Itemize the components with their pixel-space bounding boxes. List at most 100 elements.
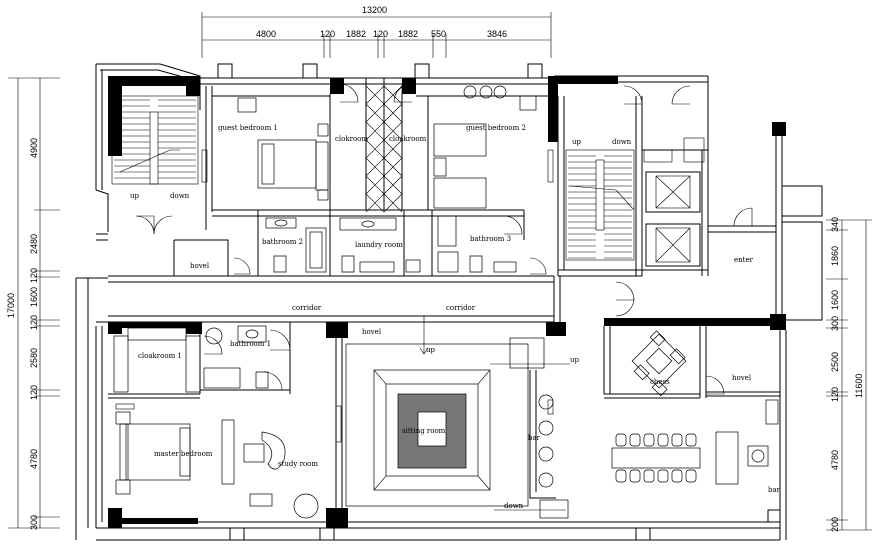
label-corridor-right: corridor [446, 304, 476, 312]
label-cloakroom-1: cloakroom 1 [138, 352, 182, 360]
label-laundry-room: laundry room [355, 241, 403, 249]
left-stair-up-label: up [130, 192, 140, 200]
structural-columns [108, 76, 780, 528]
dining-table [611, 399, 779, 485]
dim-right-2: 1860 [830, 246, 840, 266]
bathroom-1-fixtures [203, 325, 269, 389]
right-stair-up-label: up [572, 138, 582, 146]
rack-brace [365, 103, 385, 123]
dim-left-4: 1600 [29, 287, 39, 307]
dim-left-8: 4780 [29, 449, 39, 469]
dim-right-3: 1600 [830, 290, 840, 310]
label-cloakroom-top: cloakroom [389, 135, 427, 143]
rack-brace [383, 121, 403, 141]
dim-left-7: 120 [29, 385, 39, 400]
dim-left-2: 2480 [29, 234, 39, 254]
right-stair-down-label: down [612, 138, 632, 146]
dim-right-7: 4780 [830, 450, 840, 470]
bar-counter [509, 337, 569, 519]
label-guest-bedroom-1: guest bedroom 1 [218, 124, 278, 132]
dim-right-5: 2500 [830, 352, 840, 372]
rack-brace [383, 175, 403, 195]
left-stair-down-label: down [170, 192, 190, 200]
label-hovel-center: hovel [362, 328, 382, 336]
dim-left-6: 2580 [29, 348, 39, 368]
label-hovel-right: hovel [732, 374, 752, 382]
dining-chair [671, 469, 683, 483]
dim-left-9: 300 [29, 515, 39, 530]
label-study-room: study room [278, 460, 318, 468]
label-bar-left: bar [528, 434, 541, 442]
dim-right-total: 11600 [854, 374, 864, 398]
exterior-walls [75, 63, 823, 541]
dim-right-6: 120 [830, 387, 840, 402]
sitting-room-furniture [345, 343, 529, 507]
label-chess: chess [650, 378, 670, 386]
stair-arrows: up up down [419, 316, 580, 511]
dim-left-3: 120 [29, 268, 39, 283]
dim-left-total: 17000 [6, 293, 16, 318]
master-bedroom-furniture [115, 411, 319, 519]
dim-right-4: 300 [830, 316, 840, 331]
guest-bedroom-2-furniture [433, 85, 537, 209]
windows [115, 149, 554, 443]
left-dimension-lines: 17000 4900 2480 120 1600 120 2580 120 47… [6, 77, 60, 530]
dim-total-width: 13200 [362, 5, 387, 15]
right-staircase: up down [565, 138, 635, 261]
dining-chair [629, 433, 641, 447]
dim-top-2: 120 [320, 29, 335, 39]
room-labels: guest bedroom 1 clokroom cloakroom guest… [138, 124, 781, 494]
top-dimension-lines: 13200 4800 120 1882 120 1882 550 3846 [201, 5, 552, 58]
bottom-stair-down-label: down [504, 502, 524, 510]
label-corridor-left: corridor [292, 304, 322, 312]
label-sitting-room: sitting room [402, 427, 446, 435]
label-bar-right: bar [768, 486, 781, 494]
dining-chair [671, 433, 683, 447]
dining-chair [615, 433, 627, 447]
dim-right-1: 340 [830, 217, 840, 232]
label-hovel-left: hovel [190, 262, 210, 270]
rack-brace [365, 157, 385, 177]
dim-left-1: 4900 [29, 138, 39, 158]
dim-top-4: 120 [373, 29, 388, 39]
right-dimension-lines: 11600 340 1860 1600 300 2500 120 4780 20… [826, 217, 872, 532]
center-stair-up-label: up [426, 346, 436, 354]
label-bathroom-3: bathroom 3 [470, 235, 511, 243]
dining-chair [657, 433, 669, 447]
dining-chair [629, 469, 641, 483]
clokroom-racks [365, 83, 403, 213]
dim-top-6: 550 [431, 29, 446, 39]
dim-top-1: 4800 [256, 29, 276, 39]
guest-bedroom-1-furniture [237, 97, 329, 201]
cloakroom-1-racks [113, 327, 201, 393]
rack-brace [365, 85, 385, 105]
bathroom-fixtures-upper [265, 215, 517, 273]
dim-top-7: 3846 [487, 29, 507, 39]
label-enter: enter [734, 256, 754, 264]
rack-brace [365, 139, 385, 159]
left-staircase: up down [111, 95, 199, 200]
elevator-shafts [643, 137, 705, 267]
label-bathroom-1: bathroom 1 [230, 340, 271, 348]
rack-brace [383, 157, 403, 177]
dining-chair [643, 469, 655, 483]
dim-top-5: 1882 [398, 29, 418, 39]
dim-left-5: 120 [29, 315, 39, 330]
rack-brace [365, 193, 385, 213]
dim-top-3: 1882 [346, 29, 366, 39]
right-stair-up-2-label: up [570, 356, 580, 364]
dining-chair [685, 469, 697, 483]
rack-brace [365, 121, 385, 141]
dining-chair [685, 433, 697, 447]
label-guest-bedroom-2: guest bedroom 2 [466, 124, 526, 132]
dining-chair [657, 469, 669, 483]
rack-brace [383, 85, 403, 105]
dining-chair [643, 433, 655, 447]
dining-chair [615, 469, 627, 483]
door-swings [135, 83, 753, 395]
rack-brace [383, 193, 403, 213]
dim-right-8: 200 [830, 517, 840, 532]
label-clokroom: clokroom [335, 135, 368, 143]
rack-brace [365, 175, 385, 195]
